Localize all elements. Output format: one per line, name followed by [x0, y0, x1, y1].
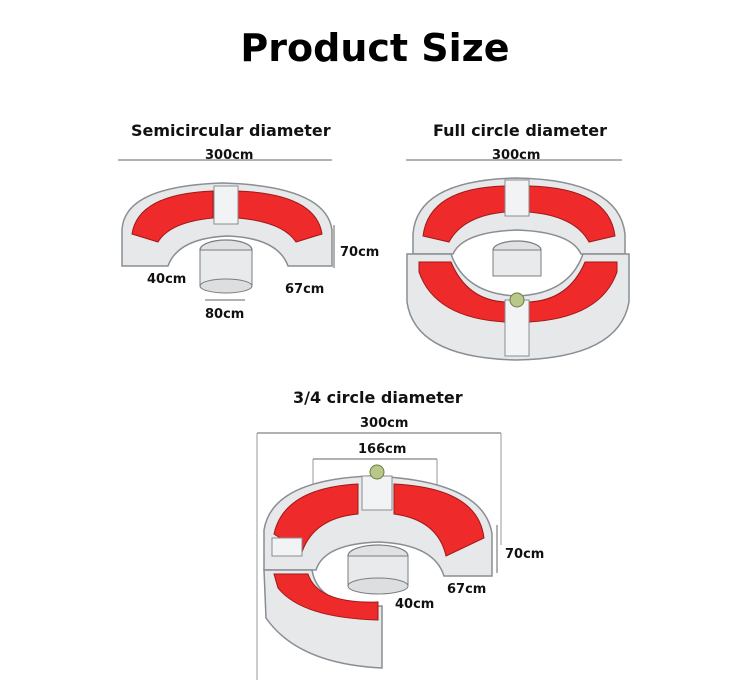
- full-circle-dimension-line: [406, 159, 622, 161]
- semicircular-width-label: 300cm: [205, 148, 254, 163]
- three-quarter-seat-depth-label: 67cm: [447, 582, 487, 597]
- three-quarter-width-label: 300cm: [360, 416, 409, 431]
- semicircular-sofa-illustration: [121, 182, 333, 294]
- semicircular-heading: Semicircular diameter: [131, 121, 331, 140]
- full-circle-sofa-illustration: [406, 177, 630, 361]
- full-circle-width-label: 300cm: [492, 148, 541, 163]
- semicircular-height-label: 70cm: [340, 245, 380, 260]
- semicircular-seat-depth-label: 67cm: [285, 282, 325, 297]
- semicircular-dimension-lines: [118, 159, 335, 301]
- three-quarter-inner-width-label: 166cm: [358, 442, 407, 457]
- page-title: Product Size: [240, 26, 510, 70]
- semicircular-inner-gap-label: 40cm: [147, 272, 187, 287]
- three-quarter-heading: 3/4 circle diameter: [293, 388, 463, 407]
- three-quarter-inner-gap-label: 40cm: [395, 597, 435, 612]
- full-circle-heading: Full circle diameter: [433, 121, 607, 140]
- three-quarter-height-label: 70cm: [505, 547, 545, 562]
- three-quarter-sofa-illustration: [263, 464, 493, 669]
- semicircular-table-label: 80cm: [205, 307, 245, 322]
- three-quarter-dimension-lines: [256, 432, 502, 680]
